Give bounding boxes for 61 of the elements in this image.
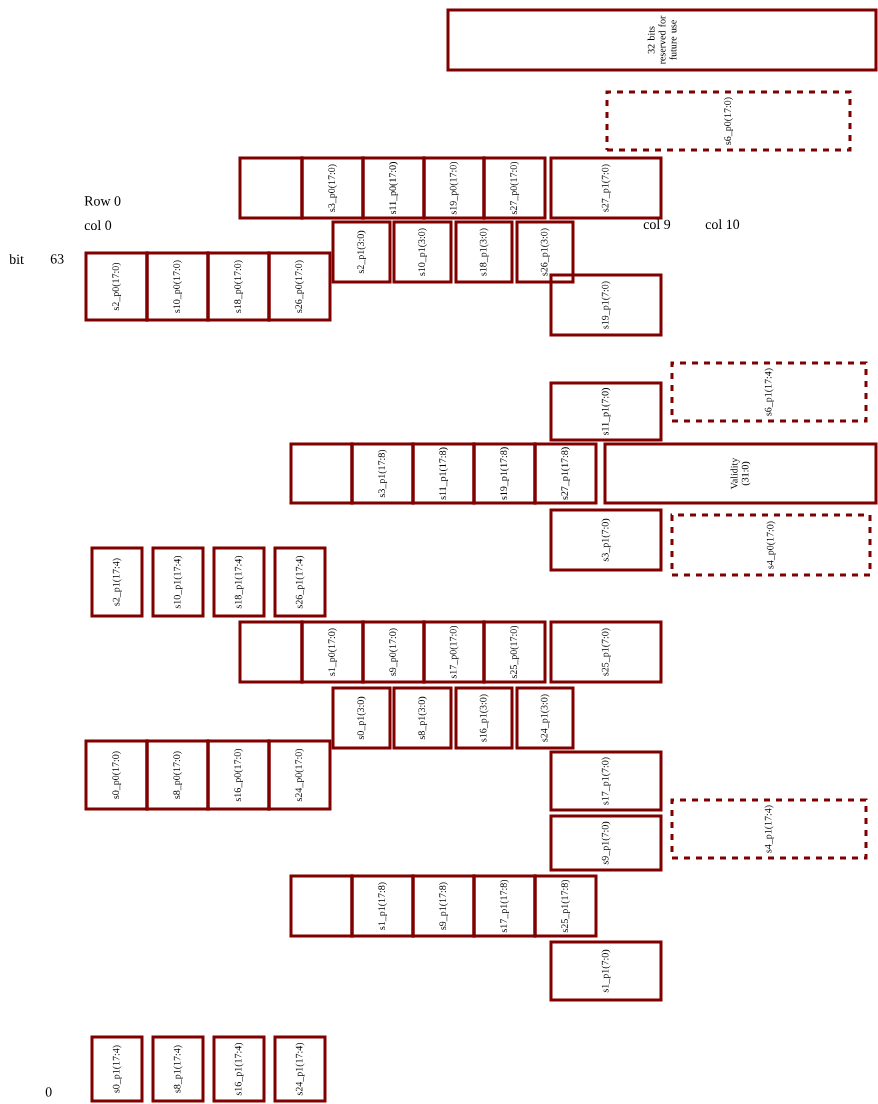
field-box: s26_p1(17:4) (273, 546, 327, 618)
field-box: s18_p1(17:4) (212, 546, 266, 618)
field-box: s24_p0(17:0) (267, 739, 332, 811)
field-box: s10_p0(17:0) (145, 251, 210, 322)
field-box: s3_p1(7:0) (549, 508, 663, 572)
field-box: s0_p0(17:0) (84, 739, 149, 811)
dashed-field-box: s4_p0(17:0) (670, 513, 872, 577)
field-box: s27_p1(7:0) (549, 156, 663, 220)
field-box: s2_p0(17:0) (84, 251, 149, 322)
field-box: s3_p1(17:8) (350, 442, 415, 505)
dashed-field-box: s4_p1(17:4) (670, 798, 868, 860)
field-box: s26_p0(17:0) (267, 251, 332, 322)
field-box: s0_p1(3:0) (331, 686, 392, 750)
field-box: 32 bits reserved for future use (446, 8, 878, 72)
field-box: s1_p0(17:0) (300, 620, 365, 684)
field-box: s17_p1(17:8) (472, 874, 537, 938)
field-box: s26_p1(3:0) (515, 220, 575, 284)
field-box: s27_p0(17:0) (482, 156, 547, 220)
row-label: Row 0 (84, 196, 121, 206)
field-box: s16_p1(3:0) (454, 686, 514, 750)
field-box: s16_p1(17:4) (212, 1035, 266, 1103)
field-box: s8_p0(17:0) (145, 739, 210, 811)
field-box: s18_p1(3:0) (454, 220, 514, 284)
field-box: s9_p0(17:0) (361, 620, 426, 684)
field-box: s10_p1(17:4) (151, 546, 205, 618)
field-box: s11_p0(17:0) (361, 156, 426, 220)
field-box: s24_p1(3:0) (515, 686, 575, 750)
field-box: s25_p1(17:8) (533, 874, 598, 938)
field-box: s9_p1(7:0) (549, 814, 663, 872)
field-box: s2_p1(3:0) (331, 220, 392, 284)
field-box: s17_p0(17:0) (422, 620, 486, 684)
column-label: col 10 (705, 219, 740, 230)
bit-label: bit (9, 254, 24, 265)
field-box: Validity (31:0) (603, 442, 878, 505)
field-box: s19_p1(7:0) (549, 273, 663, 337)
field-box: s1_p1(17:8) (350, 874, 415, 938)
field-box: s18_p0(17:0) (206, 251, 271, 322)
field-box: s25_p0(17:0) (482, 620, 547, 684)
field-box: s9_p1(17:8) (411, 874, 476, 938)
column-label: col 9 (643, 219, 671, 230)
field-box: s1_p1(7:0) (549, 940, 663, 1002)
field-box: s25_p1(7:0) (549, 620, 663, 684)
field-box: s16_p0(17:0) (206, 739, 271, 811)
field-box: s27_p1(17:8) (533, 442, 598, 505)
field-box: s0_p1(17:4) (90, 1035, 144, 1103)
field-box: s10_p1(3:0) (392, 220, 453, 284)
field-box: s19_p0(17:0) (422, 156, 486, 220)
field-box: s11_p1(7:0) (549, 381, 663, 442)
column-label: col 0 (84, 220, 112, 231)
dashed-field-box: s6_p1(17:4) (670, 361, 868, 423)
field-box: s8_p1(3:0) (392, 686, 453, 750)
field-box: s8_p1(17:4) (151, 1035, 205, 1103)
field-box: s2_p1(17:4) (90, 546, 144, 618)
dashed-field-box: s6_p0(17:0) (605, 90, 852, 152)
bit-number: 0 (45, 1087, 52, 1097)
field-box: s19_p1(17:8) (472, 442, 537, 505)
field-box: s11_p1(17:8) (411, 442, 476, 505)
bit-number: 63 (50, 254, 64, 264)
field-box: s24_p1(17:4) (273, 1035, 327, 1103)
field-box: s17_p1(7:0) (549, 750, 663, 812)
field-box: s3_p0(17:0) (300, 156, 365, 220)
